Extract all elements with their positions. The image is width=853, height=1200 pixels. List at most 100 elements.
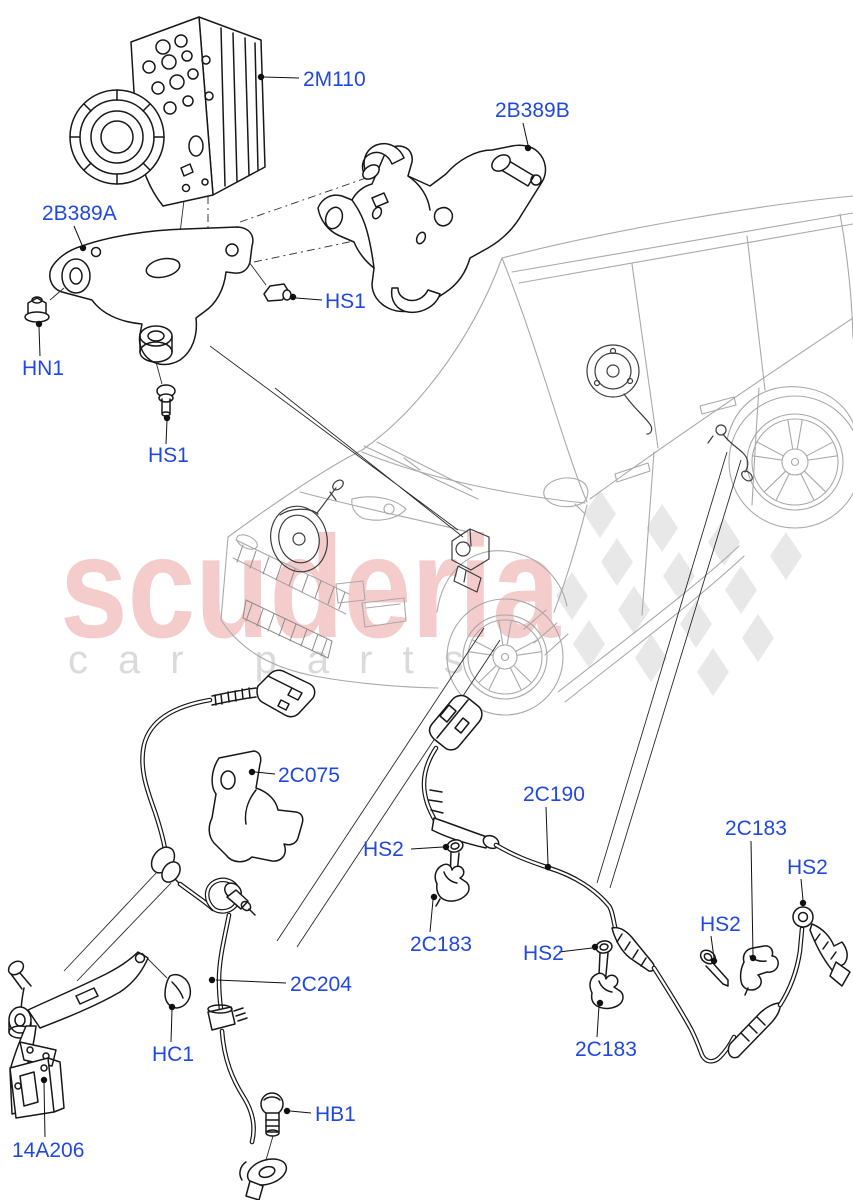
part-label-HB1[interactable]: HB1 <box>315 1103 356 1126</box>
part-label-2C204[interactable]: 2C204 <box>290 973 352 996</box>
wheel-part <box>752 455 783 461</box>
bracket-2B389B-drawing <box>317 142 547 314</box>
windshield-base <box>361 451 586 504</box>
wheel-part <box>800 473 815 501</box>
wheel-part <box>751 418 839 506</box>
leader-line-HS2 <box>558 947 593 953</box>
part-label-2C075[interactable]: 2C075 <box>278 764 340 787</box>
wheel-part <box>516 651 542 656</box>
engine-bay-abs-sketch <box>451 528 490 593</box>
flange-nut-HN1-drawing <box>24 296 50 323</box>
wheel-part <box>805 441 833 457</box>
checker-cell <box>708 518 740 566</box>
mirror <box>543 477 589 514</box>
leader-dot-HC1 <box>168 1003 176 1011</box>
part-label-HS1[interactable]: HS1 <box>325 290 366 313</box>
leader-line-2C183 <box>596 1005 600 1038</box>
front-wheel <box>446 598 564 716</box>
bumper-intake <box>242 599 333 659</box>
leader-dot-2B389A <box>79 244 87 252</box>
leader-dot-HS1 <box>289 293 297 301</box>
abs-module-drawing <box>69 16 266 207</box>
part-label-2C190[interactable]: 2C190 <box>523 783 585 806</box>
wheel-part <box>506 620 512 646</box>
leader-line-HC1 <box>170 1009 173 1043</box>
watermark-brand: scuderia <box>60 506 561 668</box>
bracket-14A206-drawing <box>7 951 149 1119</box>
roof-rails <box>511 212 853 284</box>
wheel-part <box>509 667 522 690</box>
watermark: scuderia car parts <box>60 490 802 696</box>
part-label-2C183[interactable]: 2C183 <box>410 933 472 956</box>
bracket-2B389A-drawing <box>49 226 254 385</box>
leader-line-HS1 <box>165 419 168 445</box>
part-label-HS1[interactable]: HS1 <box>148 444 189 467</box>
part-label-HN1[interactable]: HN1 <box>22 357 64 380</box>
leader-line-HS2 <box>410 846 444 850</box>
part-label-2C183[interactable]: 2C183 <box>725 817 787 840</box>
wiper <box>363 441 479 500</box>
checker-cell <box>725 566 757 614</box>
part-label-2M110[interactable]: 2M110 <box>303 68 366 91</box>
leader-dot-HS2 <box>710 957 718 965</box>
part-label-HS2[interactable]: HS2 <box>363 838 404 861</box>
exploded-parts <box>7 16 851 1200</box>
wheel-part <box>488 667 501 690</box>
leader-dot-14A206 <box>40 1076 48 1084</box>
checker-cell <box>618 586 650 634</box>
bolt-HS1-lower-drawing <box>156 384 176 417</box>
leader-dot-2B389B <box>524 144 532 152</box>
sill <box>557 545 745 703</box>
license-plate <box>335 580 366 604</box>
vehicle-outline <box>227 195 853 538</box>
wheel-part <box>513 664 532 683</box>
wheel-part <box>467 619 543 695</box>
leader-dot-HS2 <box>591 943 599 951</box>
leader-dot-HN1 <box>35 320 43 328</box>
wheel-part <box>462 614 548 700</box>
checker-cell <box>646 504 678 552</box>
part-label-HC1[interactable]: HC1 <box>152 1043 194 1066</box>
wheel-part <box>764 470 787 492</box>
leader-dot-HS1 <box>163 414 171 422</box>
rear-door-hub-sketch <box>586 344 653 435</box>
checker-cell <box>601 538 633 586</box>
wheel-part <box>757 441 785 457</box>
clip-2C183-middle-drawing <box>589 972 624 1010</box>
part-label-HS2[interactable]: HS2 <box>523 942 564 965</box>
part-label-2B389B[interactable]: 2B389B <box>495 99 570 122</box>
leader-dot-HB1 <box>283 1107 291 1115</box>
checker-cell <box>573 620 605 668</box>
checker-cell <box>584 490 616 538</box>
part-label-2B389A[interactable]: 2B389A <box>42 202 117 225</box>
wheel-part <box>790 457 800 467</box>
leader-dot-HS2 <box>442 843 450 851</box>
fog-lamp <box>361 597 407 628</box>
leader-line-2B389B <box>522 122 529 146</box>
wheel-part <box>746 413 844 511</box>
wheel-part <box>446 598 564 716</box>
wheel-part <box>498 620 504 646</box>
part-label-2C183[interactable]: 2C183 <box>575 1038 637 1061</box>
a-pillar <box>501 257 588 503</box>
wheel-part <box>787 420 794 450</box>
leader-line-14A206 <box>43 1082 46 1138</box>
leader-dot-2C183 <box>749 954 757 962</box>
part-label-HS2[interactable]: HS2 <box>787 856 828 879</box>
beltline <box>589 317 853 500</box>
wheel-part <box>500 652 510 662</box>
rear-wheel-arch <box>726 386 853 441</box>
wheel-part <box>796 420 803 450</box>
rear-wheel-sensor-sketch <box>707 424 753 482</box>
leader-line-HB1 <box>289 1110 312 1114</box>
part-label-14A206[interactable]: 14A206 <box>12 1139 84 1162</box>
door-lines <box>641 387 760 616</box>
wheel-part <box>803 470 826 492</box>
front-sensor-2C204-drawing <box>140 669 316 1200</box>
leader-dot-2C183 <box>596 999 604 1007</box>
part-labels: 2M1102B389B2B389AHS1HN1HS12C0752C1902C18… <box>12 68 828 1162</box>
leader-line-HS1 <box>295 297 323 301</box>
part-label-HS2[interactable]: HS2 <box>700 913 741 936</box>
c-pillar <box>746 235 766 391</box>
